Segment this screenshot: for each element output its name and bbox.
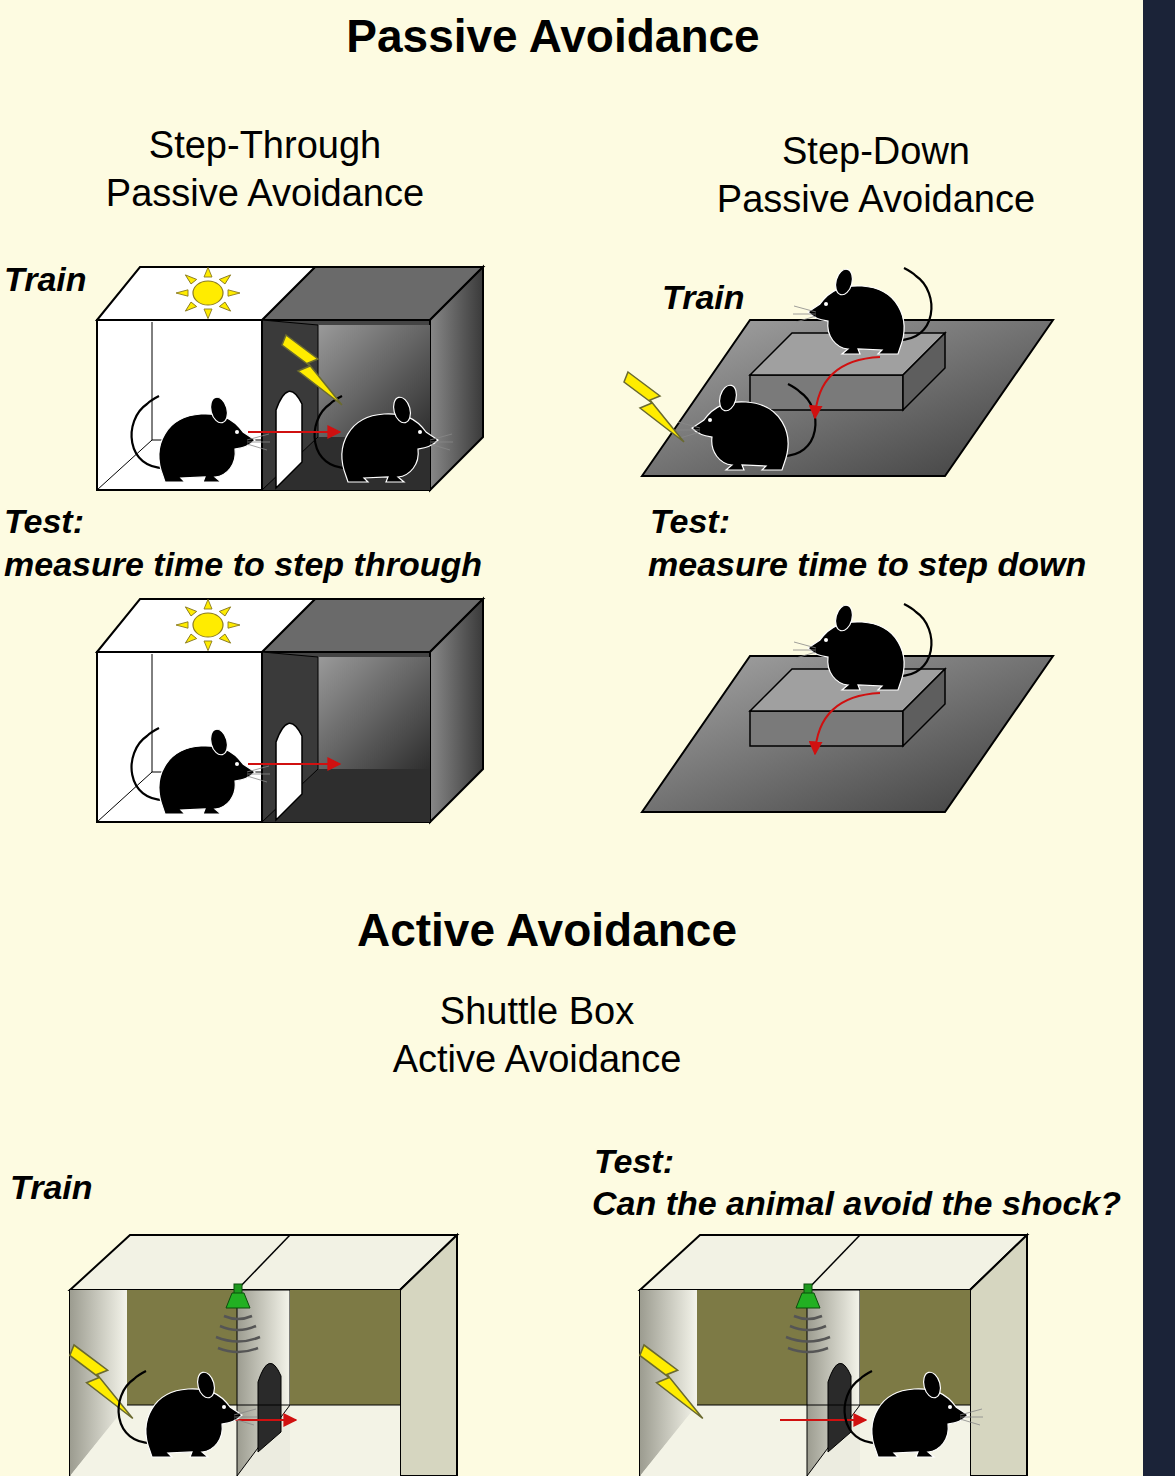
- step-through-train: [97, 267, 483, 490]
- section-subtitle: Shuttle Box Active Avoidance: [387, 988, 687, 1083]
- phase-label: Test:: [594, 1140, 674, 1183]
- measure-note: measure time to step through: [4, 543, 482, 586]
- step-down-test: [642, 603, 1053, 812]
- step-through-test: [97, 599, 483, 822]
- section-subtitle: Step-Down Passive Avoidance: [713, 128, 1039, 223]
- phase-label: Test:: [650, 500, 730, 543]
- phase-label: Train: [662, 276, 745, 319]
- shuttle-box-test: [640, 1235, 1027, 1476]
- shuttle-box-train: [70, 1235, 457, 1476]
- measure-note: Can the animal avoid the shock?: [592, 1182, 1121, 1225]
- phase-label: Test:: [4, 500, 84, 543]
- step-down-train: [624, 267, 1053, 476]
- phase-label: Train: [4, 258, 87, 301]
- section-subtitle: Step-Through Passive Avoidance: [93, 122, 438, 217]
- section-heading: Active Avoidance: [357, 902, 737, 960]
- measure-note: measure time to step down: [648, 543, 1086, 586]
- phase-label: Train: [10, 1166, 93, 1209]
- page-title: Passive Avoidance: [346, 8, 759, 66]
- side-band: [1143, 0, 1175, 1476]
